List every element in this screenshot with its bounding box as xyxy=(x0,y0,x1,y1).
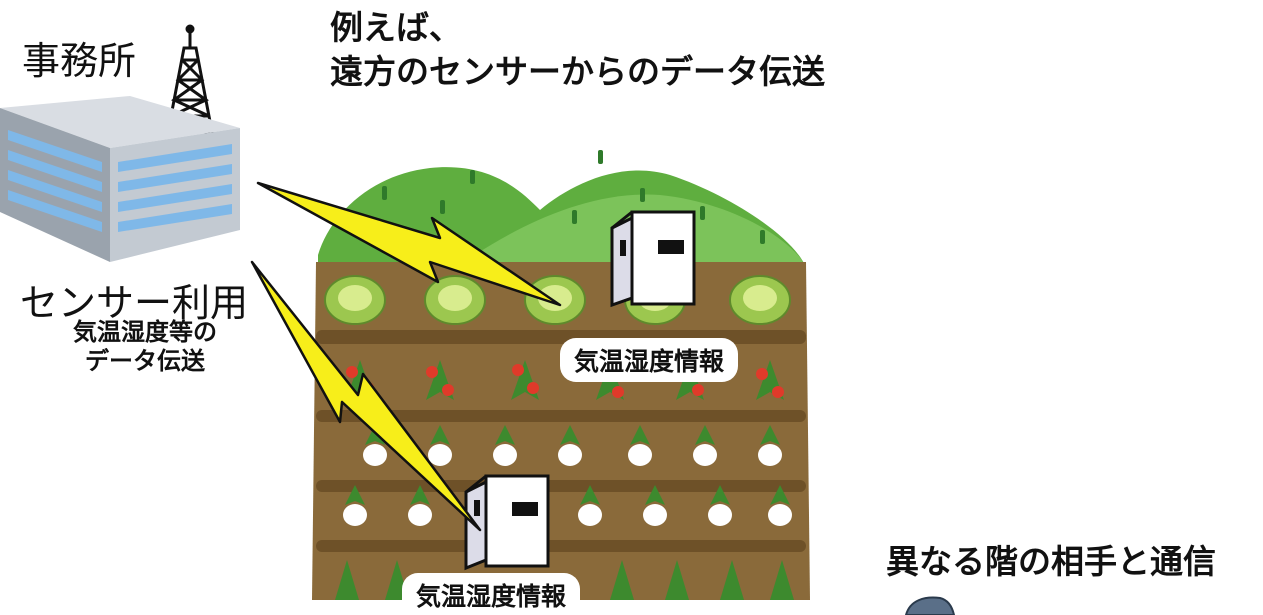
sensor-box-top xyxy=(610,210,696,308)
headline-line1: 例えば、 xyxy=(330,8,462,47)
climate-tag-top: 気温湿度情報 xyxy=(562,340,737,380)
lightning-bolt-bottom-icon xyxy=(250,260,482,532)
leaf-row xyxy=(335,560,794,600)
other-floor-heading: 異なる階の相手と通信 xyxy=(886,542,1216,581)
climate-tag-bottom: 気温湿度情報 xyxy=(404,575,579,615)
sensor-use-line2: データ伝送 xyxy=(85,347,205,375)
office-label: 事務所 xyxy=(22,39,137,83)
tomato-row xyxy=(346,360,784,400)
sensor-use-line1: 気温湿度等の xyxy=(73,318,217,346)
sensor-box-bottom xyxy=(464,474,550,571)
lightning-bolt-top-icon xyxy=(256,181,562,307)
headline: 例えば、 遠方のセンサーからのデータ伝送 xyxy=(330,6,825,94)
sensor-use-subtitle: 気温湿度等の データ伝送 xyxy=(40,318,250,376)
office-building-icon xyxy=(0,96,240,262)
radish-rows xyxy=(343,425,792,526)
radio-tower-icon xyxy=(166,24,214,134)
sensor-use-title: センサー利用 xyxy=(20,281,249,325)
headline-line2: 遠方のセンサーからのデータ伝送 xyxy=(330,52,825,91)
